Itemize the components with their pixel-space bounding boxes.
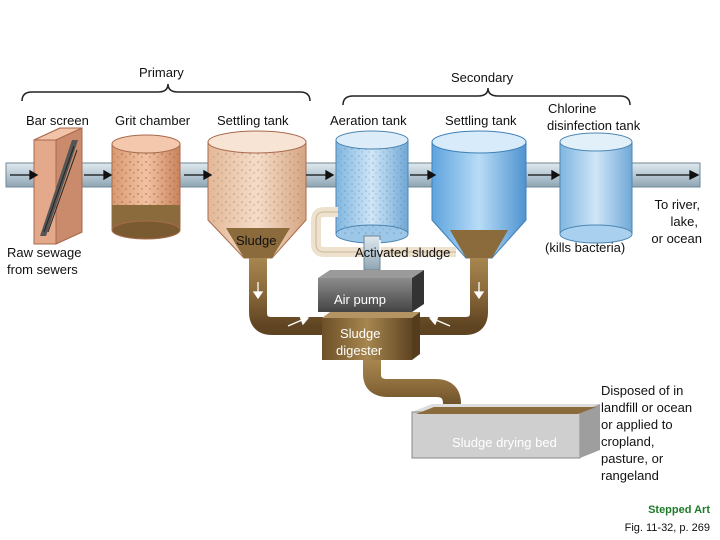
sludge-pipe-right — [414, 258, 488, 335]
settling-tank-1-label: Settling tank — [217, 113, 289, 128]
river-label-line1: To river, — [654, 197, 700, 212]
secondary-label: Secondary — [451, 70, 514, 85]
settling-tank-1 — [207, 130, 307, 259]
chlorine-label-line1: Chlorine — [548, 101, 597, 116]
grit-chamber-label: Grit chamber — [115, 113, 191, 128]
air-pump-label: Air pump — [334, 292, 387, 307]
digester-label-line2: digester — [336, 343, 383, 358]
raw-sewage-line2: from sewers — [7, 262, 78, 277]
aeration-tank — [335, 130, 409, 244]
flow-arrows — [10, 169, 700, 181]
air-pump — [318, 270, 424, 312]
disposed-line4: cropland, — [601, 434, 655, 449]
sludge-flow-arrows — [252, 240, 485, 327]
disposed-line1: Disposed of in — [601, 383, 684, 398]
disposed-line6: rangeland — [601, 468, 659, 483]
stepped-art-label: Stepped Art — [648, 504, 710, 516]
raw-sewage-line1: Raw sewage — [7, 245, 82, 260]
chlorine-label-line2: disinfection tank — [547, 118, 641, 133]
activated-sludge-label: Activated sludge — [355, 245, 451, 260]
sludge-pipe-left — [249, 258, 326, 335]
secondary-bracket — [342, 87, 631, 106]
sludge-digester — [322, 312, 420, 360]
disposed-line3: or applied to — [601, 417, 673, 432]
sludge-label: Sludge — [236, 233, 277, 248]
river-label-line2: lake, — [670, 214, 698, 229]
kills-bacteria-label: (kills bacteria) — [545, 240, 626, 255]
disposed-line5: pasture, or — [601, 451, 664, 466]
figure-reference: Fig. 11-32, p. 269 — [624, 522, 710, 534]
aeration-tank-label: Aeration tank — [330, 113, 407, 128]
chlorine-tank — [559, 132, 633, 244]
digester-label-line1: Sludge — [340, 326, 381, 341]
grit-chamber-tank — [111, 134, 181, 240]
settling-tank-2-label: Settling tank — [445, 113, 517, 128]
sludge-pipe-to-bed — [363, 360, 461, 414]
primary-bracket — [21, 83, 311, 102]
river-label-line3: or ocean — [651, 231, 702, 246]
disposed-line2: landfill or ocean — [601, 400, 693, 415]
bar-screen-label: Bar screen — [26, 113, 89, 128]
sludge-drying-bed — [411, 404, 600, 459]
drying-bed-label: Sludge drying bed — [452, 435, 557, 450]
primary-label: Primary — [139, 65, 184, 80]
bar-screen-tank — [33, 127, 83, 245]
settling-tank-2 — [431, 130, 527, 259]
